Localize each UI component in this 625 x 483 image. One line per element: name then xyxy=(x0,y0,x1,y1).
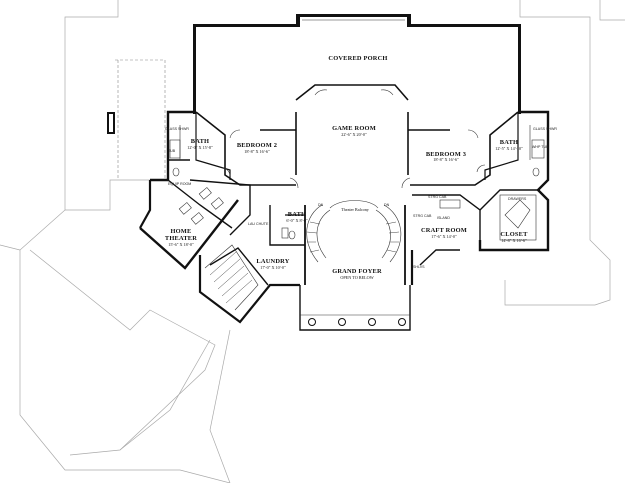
room-bedroom-2: BEDROOM 2 18'-8" X 16'-6" xyxy=(237,142,277,154)
svg-text:DN: DN xyxy=(384,203,390,207)
room-bath-center: BATH 6'-0" X 8'-0" xyxy=(286,211,308,223)
svg-text:GAME ROOM: GAME ROOM xyxy=(332,125,376,132)
svg-text:12'-0" X 15'-8": 12'-0" X 15'-8" xyxy=(187,145,213,150)
svg-text:HOME: HOME xyxy=(170,228,191,235)
curved-stairs xyxy=(306,200,402,263)
svg-text:18'-8" X 16'-6": 18'-8" X 16'-6" xyxy=(244,149,270,154)
svg-text:12'-5" X 14'-10": 12'-5" X 14'-10" xyxy=(495,146,523,151)
covered-porch-walls xyxy=(193,14,521,114)
svg-text:THEATER: THEATER xyxy=(165,235,197,242)
svg-text:17'-0" X 10'-0": 17'-0" X 10'-0" xyxy=(260,265,286,270)
svg-text:SHLVS: SHLVS xyxy=(413,265,425,269)
svg-text:BATH: BATH xyxy=(500,139,518,146)
svg-text:CRAFT ROOM: CRAFT ROOM xyxy=(421,227,467,234)
room-bath-left: BATH 12'-0" X 15'-8" xyxy=(187,138,213,150)
svg-text:BATH: BATH xyxy=(191,138,209,145)
room-closet: CLOSET 14'-8" X 16'-6" xyxy=(500,231,528,243)
room-grand-foyer: GRAND FOYER OPEN TO BELOW xyxy=(332,268,382,280)
straight-stairs xyxy=(204,244,259,311)
svg-text:DRAWERS: DRAWERS xyxy=(508,197,527,201)
svg-text:STRG CAB: STRG CAB xyxy=(428,195,447,199)
svg-text:BEDROOM 3: BEDROOM 3 xyxy=(426,151,466,158)
room-craft-room: CRAFT ROOM 17'-6" X 14'-0" xyxy=(421,227,467,239)
svg-text:STRG CAB: STRG CAB xyxy=(413,214,432,218)
room-bath-right: BATH 12'-5" X 14'-10" xyxy=(495,139,523,151)
room-home-theater: HOME THEATER 15'-6" X 18'-0" xyxy=(165,228,197,247)
room-bedroom-3: BEDROOM 3 18'-8" X 16'-6" xyxy=(426,151,466,162)
svg-text:DN: DN xyxy=(318,203,324,207)
theater-seats xyxy=(178,187,224,225)
svg-text:EQUIP ROOM: EQUIP ROOM xyxy=(168,182,191,186)
svg-text:22'-6" X 20'-0": 22'-6" X 20'-0" xyxy=(341,132,367,137)
svg-text:LAUNDRY: LAUNDRY xyxy=(256,258,289,265)
room-game-room: GAME ROOM 22'-6" X 20'-0" xyxy=(332,125,376,137)
svg-text:15'-6" X 18'-0": 15'-6" X 18'-0" xyxy=(168,242,194,247)
svg-text:GLASS SHWR: GLASS SHWR xyxy=(165,127,189,131)
svg-text:COVERED PORCH: COVERED PORCH xyxy=(328,55,387,62)
room-covered-porch: COVERED PORCH xyxy=(328,55,387,62)
svg-text:TUB: TUB xyxy=(168,149,176,153)
svg-text:ISLAND: ISLAND xyxy=(437,216,450,220)
svg-text:OPEN TO BELOW: OPEN TO BELOW xyxy=(340,275,373,280)
svg-text:WHP TUB: WHP TUB xyxy=(532,145,549,149)
main-walls xyxy=(139,84,550,331)
svg-text:BEDROOM 2: BEDROOM 2 xyxy=(237,142,277,149)
svg-text:GLASS SHWR: GLASS SHWR xyxy=(533,127,557,131)
portico-columns xyxy=(308,318,406,326)
room-laundry: LAUNDRY 17'-0" X 10'-0" xyxy=(256,258,289,270)
door-swings xyxy=(221,89,486,189)
svg-text:BATH: BATH xyxy=(288,211,306,218)
plan-notes: Theater Balcony GLASS SHWR TUB EQUIP ROO… xyxy=(165,127,557,269)
svg-text:GRAND FOYER: GRAND FOYER xyxy=(332,268,382,275)
bath-fixtures xyxy=(169,139,545,240)
svg-text:CLOSET: CLOSET xyxy=(500,231,528,238)
svg-text:Theater Balcony: Theater Balcony xyxy=(341,207,370,212)
svg-text:6'-0" X 8'-0": 6'-0" X 8'-0" xyxy=(286,218,308,223)
svg-text:14'-8" X 16'-6": 14'-8" X 16'-6" xyxy=(501,238,527,243)
svg-text:17'-6" X 14'-0": 17'-6" X 14'-0" xyxy=(431,234,457,239)
svg-text:18'-8" X 16'-6": 18'-8" X 16'-6" xyxy=(433,157,459,162)
svg-text:LAU CHUTE: LAU CHUTE xyxy=(248,222,269,226)
